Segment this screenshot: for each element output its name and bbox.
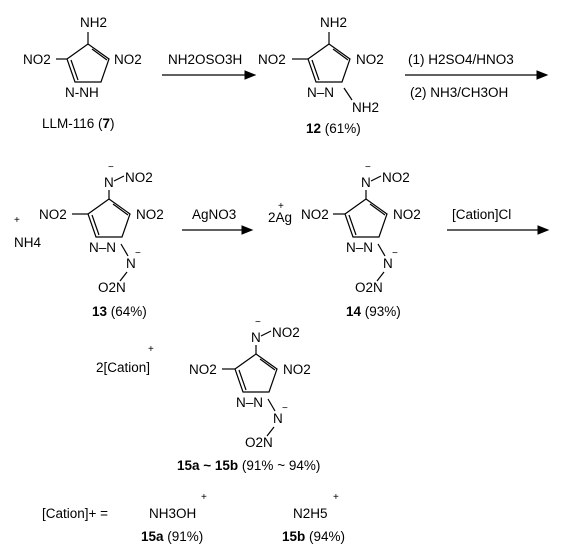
compound-label: 15a ~ 15b (91% ~ 94%) — [177, 458, 320, 473]
cation-definitions: [Cation]+ = + NH3OH 15a (91%) + N2H5 15b… — [42, 492, 345, 544]
nitrogen-bottom: N — [126, 256, 136, 271]
nitro-group-right: NO2 — [114, 52, 142, 67]
plus-charge-b: + — [333, 492, 339, 503]
cation-definition-label: [Cation]+ = — [42, 506, 108, 521]
minus-charge: − — [255, 317, 261, 328]
ring-nitrogens: N-NH — [65, 85, 99, 100]
ring-nitrogens: N–N — [236, 395, 263, 410]
cation-counterion: 2[Cation] — [96, 360, 150, 375]
nitro-group-right: NO2 — [136, 207, 164, 222]
minus-charge-bottom: − — [282, 403, 288, 414]
reagent-hydroxylamine-o-sulfonic-acid: NH2OSO3H — [168, 52, 242, 67]
compound-12: NH2 NO2 NO2 N–N NH2 12 (61%) — [258, 15, 384, 136]
cation-a-label: 15a (91%) — [141, 529, 203, 544]
nitrogen-top: N — [251, 330, 261, 345]
nitro-group-left: NO2 — [258, 52, 286, 67]
reaction-arrow-1: NH2OSO3H — [162, 52, 257, 80]
reaction-arrow-3: AgNO3 — [182, 207, 254, 235]
nitro-group-right: NO2 — [393, 207, 421, 222]
nitro-group-right: NO2 — [356, 52, 384, 67]
amino-group: NH2 — [80, 15, 107, 30]
reagent-silver-nitrate: AgNO3 — [192, 207, 236, 222]
compound-13: + NH4 − N NO2 NO2 NO2 N–N − N O2N 13 (64… — [14, 162, 164, 319]
minus-charge-bottom: − — [135, 248, 141, 259]
reaction-arrow-2: (1) H2SO4/HNO3 (2) NH3/CH3OH — [405, 52, 549, 100]
compound-7: NH2 NO2 NO2 N-NH LLM-116 (7) — [23, 15, 142, 131]
nitro-group-bottom: O2N — [245, 435, 273, 450]
nitro-group-left: NO2 — [189, 362, 217, 377]
nitrogen-bottom: N — [273, 411, 283, 426]
amino-group-n: NH2 — [352, 100, 379, 115]
plus-charge-a: + — [201, 492, 207, 503]
plus-charge: + — [14, 215, 20, 226]
minus-charge: − — [108, 162, 114, 173]
amino-group-top: NH2 — [320, 15, 347, 30]
nitro-group-top: NO2 — [382, 170, 410, 185]
cation-b-formula: N2H5 — [293, 506, 328, 521]
nitro-group-left: NO2 — [23, 52, 51, 67]
nitro-group-top: NO2 — [272, 325, 300, 340]
minus-charge: − — [365, 162, 371, 173]
nitro-group-right: NO2 — [283, 362, 311, 377]
compound-label: 13 (64%) — [92, 304, 147, 319]
nitrogen-bottom: N — [383, 256, 393, 271]
reagent-cation-chloride: [Cation]Cl — [452, 207, 511, 222]
ammonium-counterion: NH4 — [14, 235, 41, 250]
nitro-group-bottom: O2N — [98, 280, 126, 295]
reagent-step-1: (1) H2SO4/HNO3 — [408, 52, 514, 67]
ring-nitrogens: N–N — [307, 85, 334, 100]
nitrogen-top: N — [104, 175, 114, 190]
ring-nitrogens: N–N — [89, 240, 116, 255]
minus-charge-bottom: − — [392, 248, 398, 259]
reaction-arrow-4: [Cation]Cl — [447, 207, 550, 235]
silver-counterion: 2Ag — [268, 210, 292, 225]
nitrogen-top: N — [361, 175, 371, 190]
compound-label: 14 (93%) — [346, 304, 401, 319]
nitro-group-top: NO2 — [125, 170, 153, 185]
compound-label: LLM-116 (7) — [42, 116, 115, 131]
nitro-group-bottom: O2N — [355, 280, 383, 295]
compound-14: + 2Ag − N NO2 NO2 NO2 N–N − N O2N 14 (93… — [268, 162, 421, 319]
nitro-group-left: NO2 — [39, 207, 67, 222]
compound-15: + 2[Cation] − N NO2 NO2 NO2 N–N − N O2N … — [96, 317, 320, 473]
cation-b-label: 15b (94%) — [282, 529, 345, 544]
plus-charge: + — [278, 201, 284, 212]
cation-a-formula: NH3OH — [149, 506, 196, 521]
ring-nitrogens: N–N — [346, 240, 373, 255]
plus-charge: + — [148, 344, 154, 355]
nitro-group-left: NO2 — [301, 207, 329, 222]
reagent-step-2: (2) NH3/CH3OH — [410, 85, 508, 100]
compound-label: 12 (61%) — [306, 121, 361, 136]
